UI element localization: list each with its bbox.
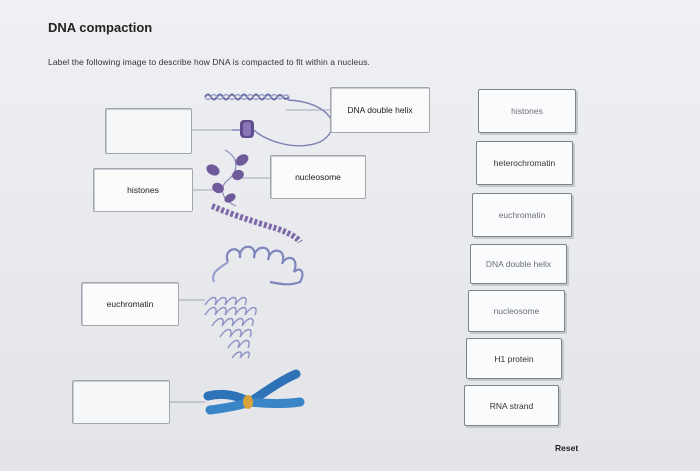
word-bank-nucleosome[interactable]: nucleosome [468, 290, 565, 332]
looped-domains-graphic [212, 245, 304, 286]
label-target-nucleosome[interactable]: nucleosome [270, 155, 366, 199]
word-bank-histones[interactable]: histones [478, 89, 576, 133]
word-bank-heterochromatin[interactable]: heterochromatin [476, 141, 573, 185]
label-target-dna-double-helix[interactable]: DNA double helix [330, 87, 430, 133]
word-bank-dna-double-helix[interactable]: DNA double helix [470, 244, 567, 284]
word-bank-rna-strand[interactable]: RNA strand [464, 385, 559, 426]
chromosome-graphic [203, 369, 305, 415]
dna-double-helix-graphic [204, 93, 333, 147]
word-bank-euchromatin[interactable]: euchromatin [472, 193, 572, 237]
word-bank-h1-protein[interactable]: H1 protein [466, 338, 562, 379]
leader-lines [170, 109, 330, 403]
reset-button[interactable]: Reset [555, 443, 579, 453]
label-target-euchromatin[interactable]: euchromatin [81, 282, 179, 326]
label-target-empty-top[interactable] [105, 108, 192, 154]
chromatin-fiber-graphic [210, 203, 303, 244]
label-target-empty-bottom[interactable] [72, 380, 170, 424]
instructions: Label the following image to describe ho… [48, 57, 371, 67]
condensed-chromatin-graphic [204, 296, 257, 359]
page-title: DNA compaction [48, 20, 153, 35]
beads-on-string-graphic [206, 149, 249, 207]
label-target-histones[interactable]: histones [93, 168, 193, 212]
nucleosome-graphic [240, 120, 254, 138]
